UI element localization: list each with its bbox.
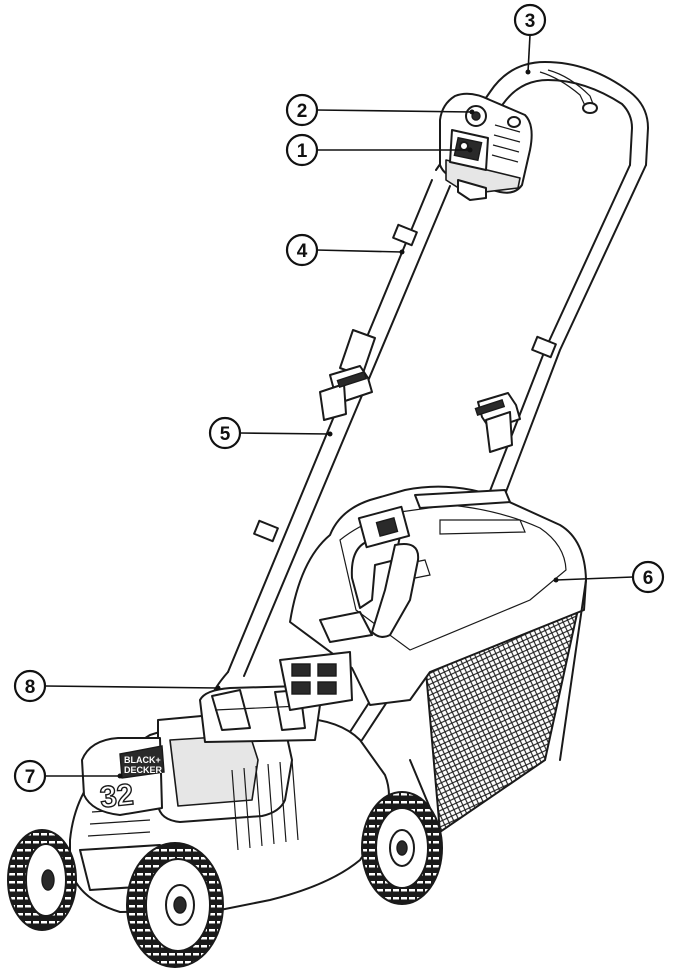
logo-line2: DECKER	[124, 765, 163, 775]
switch-box	[440, 94, 532, 200]
callout-6: 6	[633, 562, 663, 592]
front-wheel-left	[8, 830, 76, 930]
callout-6-label: 6	[643, 568, 654, 589]
callout-2: 2	[287, 95, 317, 125]
callout-5-label: 5	[220, 424, 231, 445]
callout-8-label: 8	[25, 677, 36, 698]
callout-7: 7	[15, 761, 45, 791]
callout-8: 8	[15, 671, 45, 701]
handle-lock-knob-right	[475, 393, 520, 452]
rear-wheel-right	[362, 792, 442, 904]
handle-lock-knob-left	[320, 366, 372, 420]
front-wheel-right	[127, 843, 223, 967]
callout-4-label: 4	[297, 241, 308, 262]
callout-4: 4	[287, 235, 317, 265]
callout-1-label: 1	[297, 141, 308, 162]
model-number: 32	[98, 778, 135, 814]
callout-3: 3	[515, 5, 545, 35]
callout-5: 5	[210, 418, 240, 448]
callout-7-label: 7	[25, 767, 36, 788]
callout-1: 1	[287, 135, 317, 165]
logo-line1: BLACK+	[124, 755, 161, 765]
callout-2-label: 2	[297, 101, 308, 122]
model-badge: 32	[98, 778, 135, 814]
callout-3-label: 3	[525, 11, 536, 32]
